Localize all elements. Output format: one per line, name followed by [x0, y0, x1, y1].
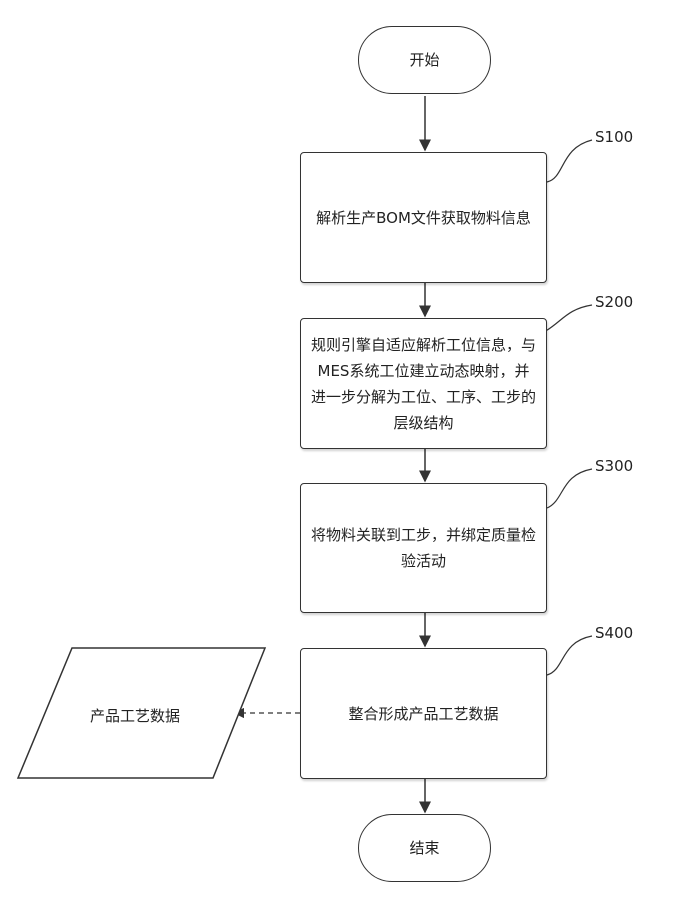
step-s400-id: S400	[595, 624, 633, 642]
s100-leader	[547, 140, 592, 182]
output-label: 产品工艺数据	[60, 695, 210, 735]
step-s200-box: 规则引擎自适应解析工位信息，与MES系统工位建立动态映射，并进一步分解为工位、工…	[300, 318, 547, 449]
start-label: 开始	[409, 47, 439, 73]
end-terminal: 结束	[358, 814, 491, 882]
end-label: 结束	[409, 835, 439, 861]
step-s300-id: S300	[595, 457, 633, 475]
step-s200-text: 规则引擎自适应解析工位信息，与MES系统工位建立动态映射，并进一步分解为工位、工…	[311, 332, 536, 436]
step-s100-id: S100	[595, 128, 633, 146]
start-terminal: 开始	[358, 26, 491, 94]
s400-leader	[547, 636, 592, 675]
step-s100-box: 解析生产BOM文件获取物料信息	[300, 152, 547, 283]
step-s100-text: 解析生产BOM文件获取物料信息	[311, 205, 536, 231]
step-s300-box: 将物料关联到工步，并绑定质量检验活动	[300, 483, 547, 613]
step-s400-text: 整合形成产品工艺数据	[348, 701, 498, 727]
output-label-text: 产品工艺数据	[90, 705, 180, 726]
step-s400-box: 整合形成产品工艺数据	[300, 648, 547, 779]
step-s200-id: S200	[595, 293, 633, 311]
s300-leader	[547, 469, 592, 508]
step-s300-text: 将物料关联到工步，并绑定质量检验活动	[311, 522, 536, 574]
